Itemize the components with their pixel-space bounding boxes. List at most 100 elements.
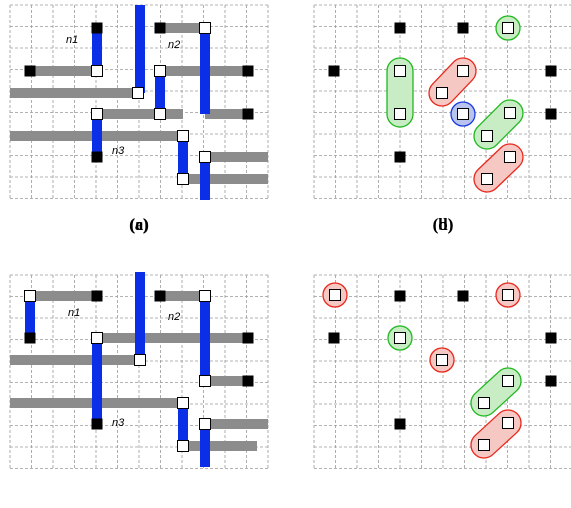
group-capsule	[473, 99, 524, 150]
via-pin	[504, 107, 516, 119]
via-pin	[154, 108, 166, 120]
via-pin	[177, 173, 189, 185]
fixed-pin	[91, 418, 103, 430]
panel-a: n1 n2 n3	[9, 4, 269, 200]
horizontal-wire	[97, 109, 183, 119]
horizontal-wire	[30, 66, 97, 76]
via-pin	[329, 289, 341, 301]
horizontal-wire	[160, 23, 205, 33]
via-pin	[199, 375, 211, 387]
vertical-wire	[25, 296, 35, 338]
via-pin	[134, 354, 146, 366]
fixed-pin	[91, 290, 103, 302]
via-pin	[502, 289, 514, 301]
via-pin	[394, 332, 406, 344]
via-pin	[457, 65, 469, 77]
group-capsule	[428, 57, 477, 107]
panel-label: (c)	[130, 215, 149, 234]
via-pin	[436, 354, 448, 366]
via-pin	[436, 87, 448, 99]
via-pin	[24, 290, 36, 302]
via-pin	[457, 108, 469, 120]
fixed-pin	[394, 151, 406, 163]
fixed-pin	[394, 22, 406, 34]
fixed-pin	[24, 332, 36, 344]
net-label: n2	[168, 39, 180, 51]
net-label: n3	[112, 417, 125, 429]
via-pin	[199, 290, 211, 302]
group-capsule	[386, 57, 414, 128]
vertical-wire	[200, 296, 210, 381]
fixed-pin	[457, 22, 469, 34]
panel-c: n1 n2 n3	[9, 272, 269, 469]
via-pin	[394, 65, 406, 77]
vertical-wire	[200, 157, 210, 200]
panel-label: (a)	[129, 215, 149, 234]
fixed-pin	[328, 332, 340, 344]
horizontal-wire	[205, 376, 248, 386]
via-pin	[478, 439, 490, 451]
fixed-pin	[242, 375, 254, 387]
via-pin	[502, 22, 514, 34]
fixed-pin	[154, 22, 166, 34]
net-label: n1	[66, 34, 78, 46]
vertical-wire	[92, 28, 102, 71]
via-pin	[481, 173, 493, 185]
via-pin	[91, 108, 103, 120]
horizontal-wire	[97, 333, 248, 343]
via-pin	[394, 108, 406, 120]
fixed-pin	[545, 108, 557, 120]
panel-label: (b)	[433, 215, 454, 234]
via-pin	[481, 130, 493, 142]
horizontal-wire	[183, 174, 268, 184]
panel-b	[313, 4, 571, 199]
via-pin	[504, 151, 516, 163]
vertical-wire	[178, 403, 188, 446]
vertical-wire	[135, 272, 145, 360]
vertical-wire	[200, 424, 210, 467]
vertical-wire	[92, 114, 102, 157]
fixed-pin	[328, 65, 340, 77]
fixed-pin	[242, 108, 254, 120]
horizontal-wire	[10, 355, 140, 365]
vertical-wire	[92, 338, 102, 424]
via-pin	[502, 417, 514, 429]
via-pin	[177, 397, 189, 409]
via-pin	[502, 375, 514, 387]
vertical-wire	[155, 71, 165, 114]
fixed-pin	[242, 65, 254, 77]
fixed-pin	[242, 332, 254, 344]
fixed-pin	[394, 418, 406, 430]
group-capsule	[470, 367, 522, 417]
fixed-pin	[154, 290, 166, 302]
group-capsule	[473, 143, 524, 193]
panel-label: (d)	[433, 215, 454, 234]
fixed-pin	[394, 290, 406, 302]
net-label: n1	[68, 307, 80, 319]
net-label: n3	[112, 145, 125, 157]
grid	[313, 4, 571, 199]
fixed-pin	[545, 332, 557, 344]
via-pin	[154, 65, 166, 77]
horizontal-wire	[183, 441, 257, 451]
fixed-pin	[545, 375, 557, 387]
fixed-pin	[24, 65, 36, 77]
horizontal-wire	[205, 152, 268, 162]
via-pin	[199, 151, 211, 163]
fixed-pin	[91, 151, 103, 163]
via-pin	[91, 65, 103, 77]
via-pin	[177, 130, 189, 142]
group-capsule	[470, 409, 522, 459]
horizontal-wire	[10, 88, 138, 98]
fixed-pin	[457, 290, 469, 302]
via-pin	[91, 332, 103, 344]
vertical-wire	[135, 5, 145, 93]
vertical-wire	[200, 28, 210, 114]
horizontal-wire	[205, 419, 268, 429]
horizontal-wire	[205, 109, 248, 119]
vertical-wire	[178, 136, 188, 179]
net-label: n2	[168, 311, 180, 323]
via-pin	[177, 440, 189, 452]
via-pin	[199, 22, 211, 34]
